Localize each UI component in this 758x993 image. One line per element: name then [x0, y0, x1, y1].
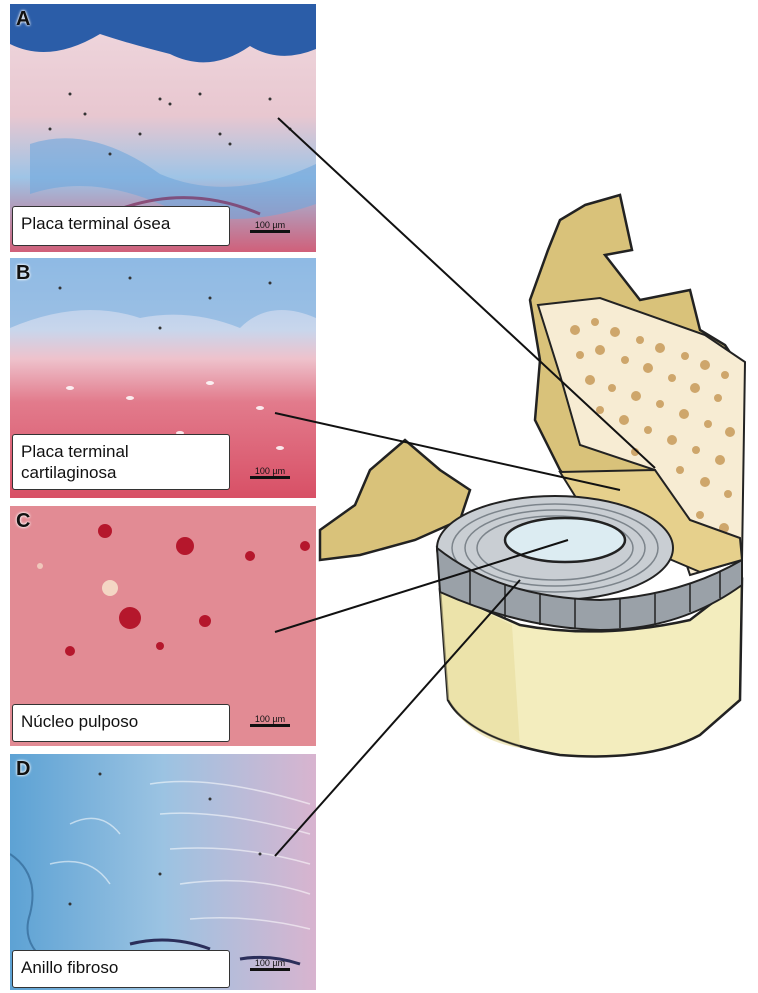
panel-c: C Núcleo pulposo 100 µm — [10, 506, 316, 746]
nucleus-pulposus — [505, 518, 625, 562]
scale-bar — [250, 476, 290, 479]
scale-text: 100 µm — [255, 714, 285, 724]
panel-b-letter: B — [16, 262, 30, 285]
scale-bar — [250, 968, 290, 971]
scale-text: 100 µm — [255, 220, 285, 230]
panel-d-label-text: Anillo fibroso — [21, 958, 118, 977]
panel-b-label-line-1: Placa terminal — [21, 441, 221, 462]
panel-c-label: Núcleo pulposo — [12, 704, 230, 742]
panel-c-letter: C — [16, 510, 30, 533]
scale-text: 100 µm — [255, 466, 285, 476]
scale-text: 100 µm — [255, 958, 285, 968]
panel-d: D Anillo fibroso 100 µm — [10, 754, 316, 990]
panel-d-scale: 100 µm — [250, 958, 290, 971]
panel-d-label: Anillo fibroso — [12, 950, 230, 988]
panel-a-letter: A — [16, 8, 30, 31]
panel-a-label: Placa terminal ósea — [12, 206, 230, 246]
panel-a: A Placa terminal ósea 100 µm — [10, 4, 316, 252]
panel-a-scale: 100 µm — [250, 220, 290, 233]
scale-bar — [250, 724, 290, 727]
panel-b-label-line-2: cartilaginosa — [21, 462, 221, 483]
scale-bar — [250, 230, 290, 233]
panel-b-label: Placa terminal cartilaginosa — [12, 434, 230, 490]
panel-b-scale: 100 µm — [250, 466, 290, 479]
panel-c-scale: 100 µm — [250, 714, 290, 727]
panel-c-label-text: Núcleo pulposo — [21, 712, 138, 731]
panel-b: B Placa terminal cartilaginosa 100 µm — [10, 258, 316, 498]
panel-d-letter: D — [16, 758, 30, 781]
panel-a-label-text: Placa terminal ósea — [21, 214, 170, 233]
